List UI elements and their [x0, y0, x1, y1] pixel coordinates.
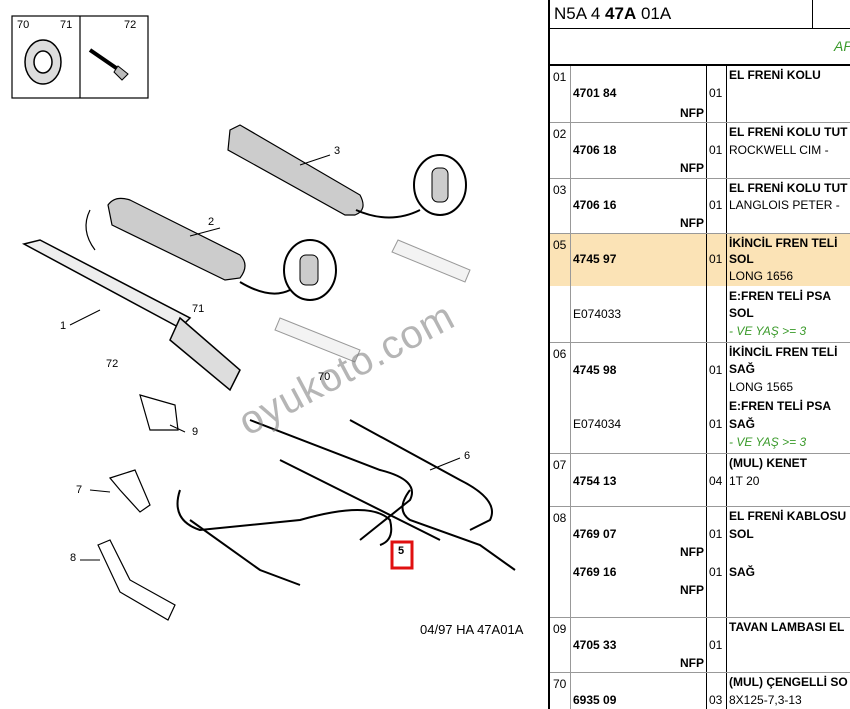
parts-diagram: oyukoto.com 70 71 72 3 2 1 71 72 70 9 6 … [11, 15, 524, 637]
callout-6: 6 [464, 450, 471, 462]
callout-1: 1 [60, 320, 67, 332]
app-label: AP [834, 38, 850, 54]
diagram-drawing [11, 15, 516, 621]
callout-71-b: 71 [192, 303, 205, 315]
callout-70: 70 [17, 19, 30, 31]
callout-8: 8 [70, 552, 77, 564]
panel-subheader: AP [550, 28, 850, 66]
callout-9: 9 [192, 426, 199, 438]
callout-71: 71 [60, 19, 73, 31]
callout-5[interactable]: 5 [398, 545, 405, 557]
catalog-reference: N5A 4 47A 01A [554, 4, 672, 23]
callout-70-b: 70 [318, 371, 331, 383]
panel-header: N5A 4 47A 01A [550, 0, 850, 29]
callout-2: 2 [208, 216, 215, 228]
callout-7: 7 [76, 484, 83, 496]
callout-72-b: 72 [106, 358, 119, 370]
callout-3: 3 [334, 145, 341, 157]
callout-72: 72 [124, 19, 137, 31]
diagram-reference: 04/97 HA 47A01A [420, 622, 524, 637]
